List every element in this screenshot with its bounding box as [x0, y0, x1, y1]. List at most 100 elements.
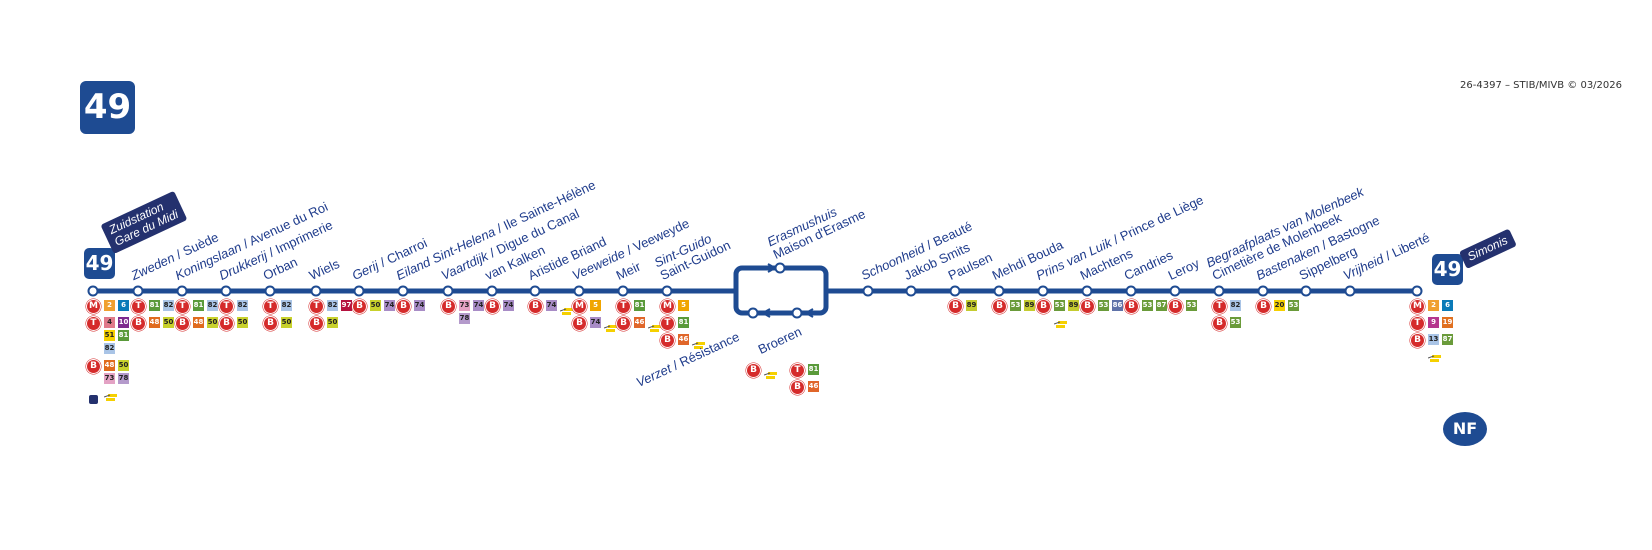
route-badge-82[interactable]: 82: [237, 300, 248, 311]
route-badge-89[interactable]: 89: [1068, 300, 1079, 311]
route-badge-74[interactable]: 74: [414, 300, 425, 311]
route-badge-5[interactable]: 5: [678, 300, 689, 311]
route-badge-46[interactable]: 46: [808, 381, 819, 392]
stop-marker[interactable]: [1344, 285, 1356, 297]
stop-marker[interactable]: [1300, 285, 1312, 297]
route-badge-6[interactable]: 6: [1442, 300, 1453, 311]
route-badge-73[interactable]: 73: [104, 373, 115, 384]
route-badge-81[interactable]: 81: [149, 300, 160, 311]
bus-icon: B: [175, 316, 190, 331]
stop-marker[interactable]: [220, 285, 232, 297]
route-badge-48[interactable]: 48: [193, 317, 204, 328]
route-badge-50[interactable]: 50: [163, 317, 174, 328]
tram-icon: T: [131, 299, 146, 314]
route-badge-73[interactable]: 73: [459, 300, 470, 311]
stop-marker[interactable]: [176, 285, 188, 297]
stop-marker[interactable]: [87, 285, 99, 297]
route-badge-19[interactable]: 19: [1442, 317, 1453, 328]
stop-marker[interactable]: [1257, 285, 1269, 297]
route-badge-50[interactable]: 50: [281, 317, 292, 328]
de-lijn-tec-icon: [763, 365, 778, 379]
stop-marker[interactable]: [486, 285, 498, 297]
route-badge-2[interactable]: 2: [104, 300, 115, 311]
stop-marker[interactable]: [791, 307, 803, 319]
route-badge-89[interactable]: 89: [966, 300, 977, 311]
stop-marker[interactable]: [1213, 285, 1225, 297]
route-badge-87[interactable]: 87: [1442, 334, 1453, 345]
direction-arrow-icon: [803, 308, 814, 318]
route-badge-82[interactable]: 82: [1230, 300, 1241, 311]
route-badge-50[interactable]: 50: [327, 317, 338, 328]
metro-icon: M: [1410, 299, 1425, 314]
route-badge-6[interactable]: 6: [118, 300, 129, 311]
route-badge-53[interactable]: 53: [1288, 300, 1299, 311]
route-badge-5[interactable]: 5: [590, 300, 601, 311]
route-badge-13[interactable]: 13: [1428, 334, 1439, 345]
route-badge-4[interactable]: 4: [104, 317, 115, 328]
stop-marker[interactable]: [442, 285, 454, 297]
stop-marker[interactable]: [397, 285, 409, 297]
route-badge-82[interactable]: 82: [281, 300, 292, 311]
route-badge-46[interactable]: 46: [678, 334, 689, 345]
route-badge-53[interactable]: 53: [1010, 300, 1021, 311]
stop-marker[interactable]: [661, 285, 673, 297]
stop-marker[interactable]: [774, 262, 786, 274]
route-badge-74[interactable]: 74: [473, 300, 484, 311]
stop-marker[interactable]: [1037, 285, 1049, 297]
route-badge-74[interactable]: 74: [546, 300, 557, 311]
stop-marker[interactable]: [132, 285, 144, 297]
route-badge-82[interactable]: 82: [104, 343, 115, 354]
route-badge-53[interactable]: 53: [1098, 300, 1109, 311]
stop-marker[interactable]: [1411, 285, 1423, 297]
route-badge-50[interactable]: 50: [118, 360, 129, 371]
stop-marker[interactable]: [353, 285, 365, 297]
route-badge-48[interactable]: 48: [149, 317, 160, 328]
route-badge-97[interactable]: 97: [341, 300, 352, 311]
stop-marker[interactable]: [529, 285, 541, 297]
route-badge-74[interactable]: 74: [590, 317, 601, 328]
route-badge-86[interactable]: 86: [1112, 300, 1123, 311]
route-badge-46[interactable]: 46: [634, 317, 645, 328]
route-badge-50[interactable]: 50: [237, 317, 248, 328]
stop-marker[interactable]: [1081, 285, 1093, 297]
route-badge-48[interactable]: 48: [104, 360, 115, 371]
route-badge-9[interactable]: 9: [1428, 317, 1439, 328]
route-badge-78[interactable]: 78: [459, 313, 470, 324]
route-badge-53[interactable]: 53: [1186, 300, 1197, 311]
stop-marker[interactable]: [310, 285, 322, 297]
stop-marker[interactable]: [1169, 285, 1181, 297]
route-badge-89[interactable]: 89: [1024, 300, 1035, 311]
route-badge-81[interactable]: 81: [808, 364, 819, 375]
route-badge-51[interactable]: 51: [104, 330, 115, 341]
route-badge-50[interactable]: 50: [370, 300, 381, 311]
route-badge-81[interactable]: 81: [678, 317, 689, 328]
stop-marker[interactable]: [573, 285, 585, 297]
bus-station-icon: [89, 395, 98, 404]
route-badge-81[interactable]: 81: [118, 330, 129, 341]
stop-marker[interactable]: [264, 285, 276, 297]
bus-icon: B: [263, 316, 278, 331]
route-badge-50[interactable]: 50: [207, 317, 218, 328]
route-badge-82[interactable]: 82: [163, 300, 174, 311]
stop-marker[interactable]: [993, 285, 1005, 297]
route-badge-82[interactable]: 82: [207, 300, 218, 311]
route-badge-53[interactable]: 53: [1230, 317, 1241, 328]
route-badge-74[interactable]: 74: [384, 300, 395, 311]
stop-marker[interactable]: [1125, 285, 1137, 297]
route-badge-2[interactable]: 2: [1428, 300, 1439, 311]
route-badge-81[interactable]: 81: [193, 300, 204, 311]
stop-marker[interactable]: [617, 285, 629, 297]
route-badge-87[interactable]: 87: [1156, 300, 1167, 311]
route-badge-53[interactable]: 53: [1142, 300, 1153, 311]
route-badge-78[interactable]: 78: [118, 373, 129, 384]
stop-marker[interactable]: [747, 307, 759, 319]
stop-marker[interactable]: [862, 285, 874, 297]
route-badge-20[interactable]: 20: [1274, 300, 1285, 311]
stop-marker[interactable]: [949, 285, 961, 297]
route-badge-74[interactable]: 74: [503, 300, 514, 311]
route-badge-53[interactable]: 53: [1054, 300, 1065, 311]
route-badge-81[interactable]: 81: [634, 300, 645, 311]
route-badge-10[interactable]: 10: [118, 317, 129, 328]
route-badge-82[interactable]: 82: [327, 300, 338, 311]
stop-marker[interactable]: [905, 285, 917, 297]
